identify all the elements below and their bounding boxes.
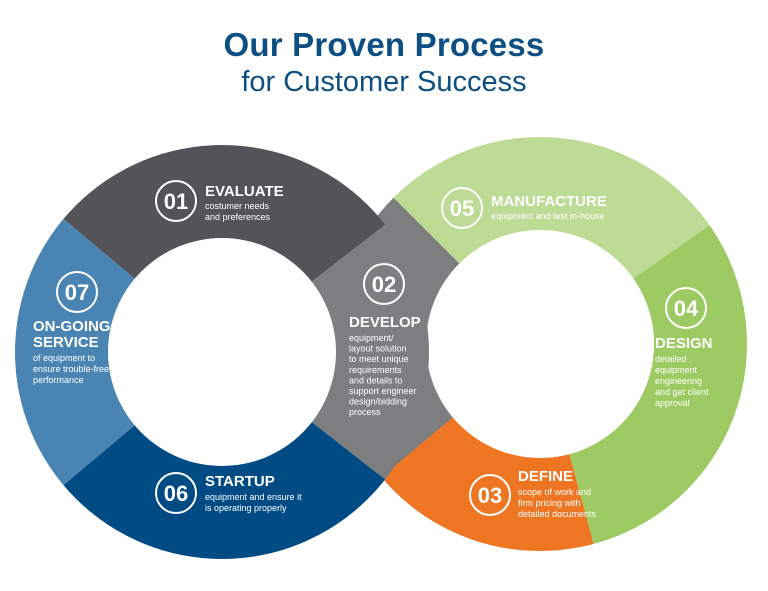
step-title: SERVICE [33, 334, 99, 351]
step-description-line: ensure trouble-free [33, 364, 109, 374]
step-number-circle [469, 474, 511, 516]
step-description-line: firm pricing with [518, 498, 581, 508]
step-number: 07 [65, 280, 89, 305]
step-description-line: requirements [349, 365, 402, 375]
step-description-line: equipment and ensure it [205, 492, 302, 502]
step-title: STARTUP [205, 473, 275, 490]
page-title: Our Proven Process [223, 26, 545, 63]
step-title: DEFINE [518, 468, 573, 485]
step-description-line: equipment and test in-house [491, 211, 605, 221]
step-title: EVALUATE [205, 183, 284, 200]
step-description-line: performance [33, 375, 84, 385]
step-number: 06 [164, 481, 188, 506]
step-number-circle [56, 271, 98, 313]
step-description-line: to meet unique [349, 354, 409, 364]
step-description-line: scope of work and [518, 487, 591, 497]
step-description-line: equipment [655, 365, 698, 375]
step-description-line: support engineer [349, 386, 417, 396]
step-title: MANUFACTURE [491, 193, 607, 210]
left-ring-hole [108, 238, 336, 466]
step-number-circle [665, 287, 707, 329]
step-description-line: engineering [655, 376, 702, 386]
step-description-line: approval [655, 398, 690, 408]
step-description-line: process [349, 407, 381, 417]
segment-develop [222, 199, 429, 505]
step-description-line: and preferences [205, 212, 271, 222]
step-number-circle [155, 180, 197, 222]
step-description-line: and details to [349, 375, 403, 385]
step-title: ON-GOING [33, 318, 111, 335]
right-ring-hole-cover [442, 230, 654, 458]
step-description-line: detailed documents [518, 509, 597, 519]
step-number: 03 [478, 483, 502, 508]
step-number: 04 [674, 296, 699, 321]
step-number-circle [155, 472, 197, 514]
step-number: 02 [372, 272, 396, 297]
step-description-line: of equipment to [33, 353, 95, 363]
step-description-line: costumer needs [205, 201, 270, 211]
step-title: DEVELOP [349, 314, 421, 331]
step-description-line: equipment/ [349, 333, 394, 343]
segment-on-going-service [15, 193, 222, 511]
step-number: 05 [450, 196, 474, 221]
step-description-line: and get client [655, 387, 709, 397]
step-title: DESIGN [655, 335, 713, 352]
step-description-line: is operating properly [205, 503, 287, 513]
page-subtitle: for Customer Success [241, 66, 527, 98]
step-description-line: layout solution [349, 344, 407, 354]
step-number-circle [441, 187, 483, 229]
step-number: 01 [164, 189, 188, 214]
step-description-line: detailed [655, 354, 687, 364]
step-description-line: design/bidding [349, 397, 407, 407]
step-number-circle [363, 263, 405, 305]
